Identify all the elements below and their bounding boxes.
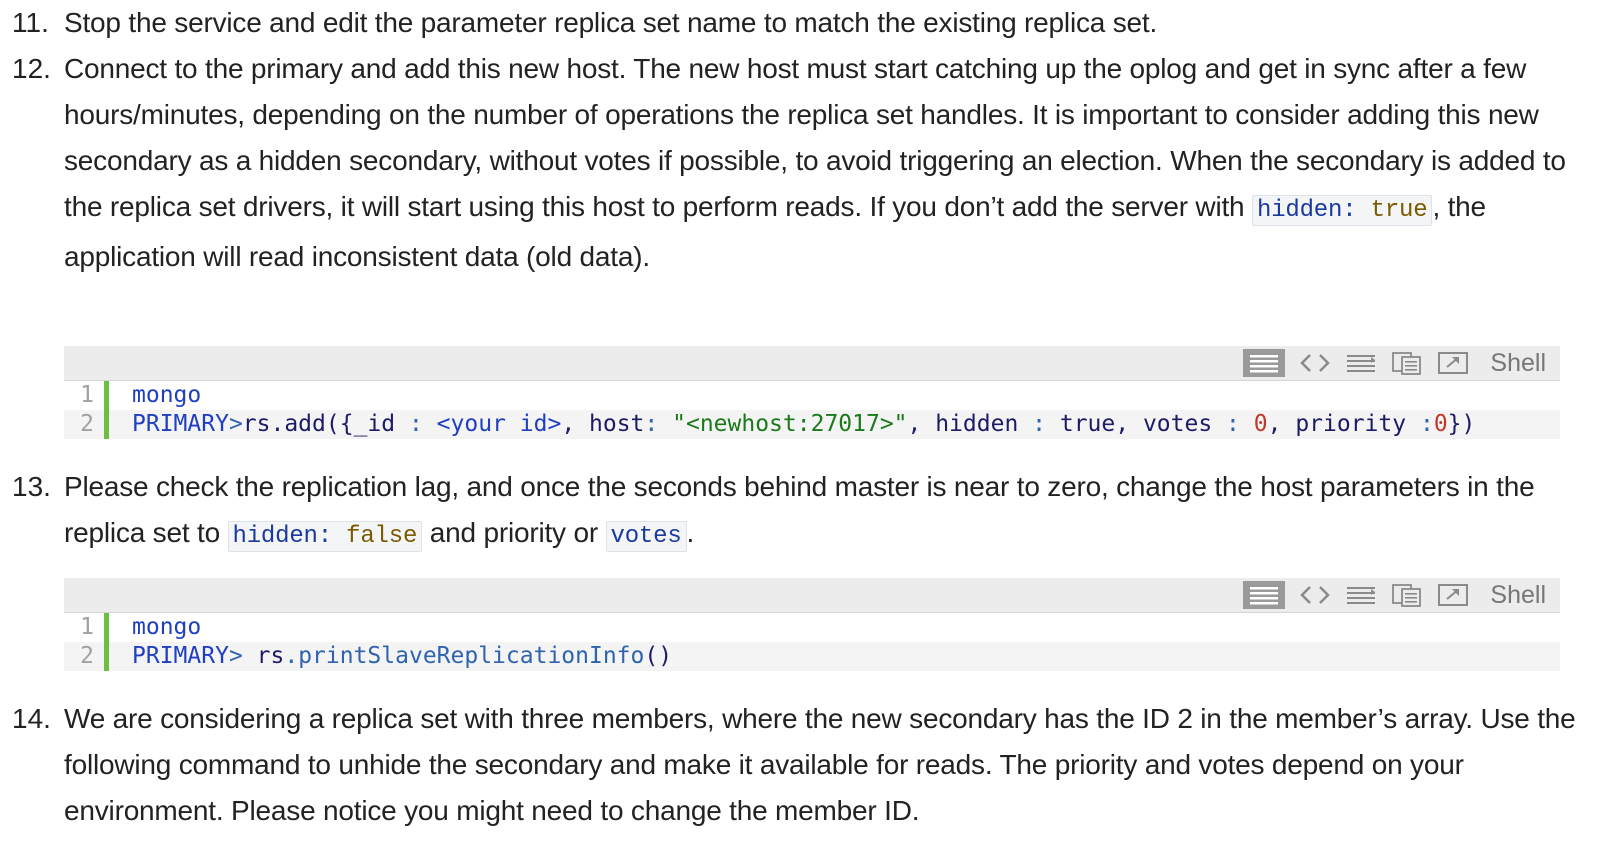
code-token: : [644,411,659,437]
code-language: Shell [1490,348,1546,377]
gutter-bar [104,613,109,642]
code-token: }) [1447,411,1476,437]
code-text: mongo [132,381,201,410]
code-token: mongo [132,382,202,408]
code-token: PRIMARY [132,411,229,437]
code-token: <your id> [422,411,562,437]
code-token: : [1419,411,1434,437]
gutter-bar [104,410,109,439]
code-line: 1 mongo [64,381,1560,410]
view-source-icon[interactable] [1298,582,1332,608]
line-number: 2 [80,643,94,669]
inline-code-token: votes [610,523,682,550]
code-line: 1 mongo [64,613,1560,642]
line-number: 1 [80,614,94,640]
code-token [1240,411,1254,437]
code-token: rs [256,643,285,669]
code-block-2: Shell 1 mongo 2 PRIMARY> rs.printSlaveRepli… [64,578,1560,671]
code-token: , votes [1115,411,1227,437]
code-text: PRIMARY> rs.printSlaveReplicationInfo() [132,642,672,671]
code-token [658,411,672,437]
code-token: true [1046,411,1116,437]
inline-code-token: hidden: [232,523,333,550]
step-text-run: Stop the service and edit the parameter … [64,7,1158,38]
code-token: , host [561,411,645,437]
copy-icon[interactable] [1390,582,1424,608]
code-token: .printSlaveReplicationInfo [284,643,645,669]
step-text: Please check the replication lag, and on… [64,464,1600,560]
code-token: , hidden [907,411,1033,437]
step-number: 11. [12,7,49,38]
step-text: Connect to the primary and add this new … [64,46,1600,280]
code-token: () [644,643,673,669]
inline-code: votes [605,521,687,552]
step-number: 14. [12,703,51,734]
copy-icon[interactable] [1390,350,1424,376]
code-token: : [1226,411,1240,437]
toggle-lines-icon[interactable] [1242,580,1286,610]
inline-code: hidden: true [1252,195,1433,226]
step-text-run: . [686,517,695,548]
step-13: 13. Please check the replication lag, an… [0,464,1600,560]
step-text-run: and priority or [422,517,606,548]
code-token: , priority [1267,411,1420,437]
step-text-run: Connect to the primary and add this new … [64,53,1566,222]
code-lines: 1 mongo 2 PRIMARY> rs.printSlaveReplication… [64,613,1560,671]
code-language: Shell [1490,580,1546,609]
step-number: 13. [12,471,51,502]
inline-code: hidden: false [227,521,423,552]
code-text: PRIMARY>rs.add({_id : <your id>, host: "… [132,410,1475,439]
step-text: We are considering a replica set with th… [64,696,1600,834]
open-new-window-icon[interactable] [1436,350,1470,376]
toggle-wrap-icon[interactable] [1344,582,1378,608]
toggle-lines-icon[interactable] [1242,348,1286,378]
inline-code-token: true [1370,197,1428,224]
gutter-bar [104,381,109,410]
code-toolbar: Shell [64,578,1560,613]
line-number: 1 [80,382,94,408]
gutter-bar [104,642,109,671]
step-number: 12. [12,53,51,84]
code-token: mongo [132,614,202,640]
code-token: rs.add({_id [242,411,409,437]
code-line: 2 PRIMARY>rs.add({_id : <your id>, host: … [64,410,1560,439]
code-token: : [1032,411,1047,437]
code-block-1: Shell 1 mongo 2 PRIMARY>rs.add({_id : <your… [64,346,1560,439]
inline-code-token: false [346,523,418,550]
code-token: : [408,411,423,437]
code-token: > [228,411,243,437]
view-source-icon[interactable] [1298,350,1332,376]
line-number: 2 [80,411,94,437]
code-toolbar: Shell [64,346,1560,381]
open-new-window-icon[interactable] [1436,582,1470,608]
code-token: PRIMARY [132,643,229,669]
inline-code-token: hidden: [1257,197,1357,224]
code-token: 0 [1253,411,1268,437]
code-line: 2 PRIMARY> rs.printSlaveReplicationInfo() [64,642,1560,671]
code-token: "<newhost:27017>" [672,411,908,437]
toggle-wrap-icon[interactable] [1344,350,1378,376]
step-text-run: , the application will read inconsistent… [64,191,1486,272]
step-11: 11. Stop the service and edit the parame… [0,0,1600,46]
step-text-run: We are considering a replica set with th… [64,703,1576,826]
code-text: mongo [132,613,201,642]
code-token: 0 [1433,411,1448,437]
step-12: 12. Connect to the primary and add this … [0,46,1600,280]
step-text-run: Please check the replication lag, and on… [64,471,1535,548]
code-token: > [228,643,257,669]
step-text: Stop the service and edit the parameter … [64,0,1600,46]
step-14: 14. We are considering a replica set wit… [0,696,1600,834]
